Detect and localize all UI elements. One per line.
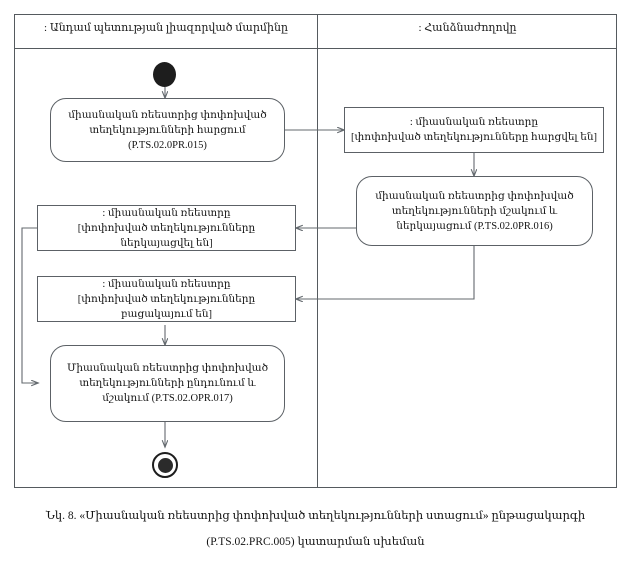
object-node-registry-data-submitted[interactable]: : միասնական ռեեստրը [փոփոխված տեղեկությո…: [37, 205, 296, 251]
final-node: [152, 452, 178, 478]
activity-receive-and-process-data[interactable]: Միասնական ռեեստրից փոփոխված տեղեկություն…: [50, 345, 285, 422]
object-node-registry-data-requested-label: : միասնական ռեեստրը [փոփոխված տեղեկությո…: [351, 117, 598, 143]
activity-process-and-submit-data-label: միասնական ռեեստրից փոփոխված տեղեկություն…: [375, 190, 574, 232]
activity-process-and-submit-data[interactable]: միասնական ռեեստրից փոփոխված տեղեկություն…: [356, 176, 593, 246]
swimlane-title-member-state-authority: : Անդամ պետության լիազորված մարմինը: [44, 22, 288, 34]
activity-request-changed-data-label: միասնական ռեեստրից փոփոխված տեղեկություն…: [68, 109, 267, 151]
figure-caption-line-1: Նկ. 8. «Միասնական ռեեստրից փոփոխված տեղե…: [45, 510, 586, 522]
object-node-registry-data-absent-label: : միասնական ռեեստրը [փոփոխված տեղեկությո…: [77, 278, 256, 320]
object-node-registry-data-absent[interactable]: : միասնական ռեեստրը [փոփոխված տեղեկությո…: [37, 276, 296, 322]
swimlane-header-rule: [14, 48, 617, 49]
swimlane-divider: [317, 14, 318, 488]
swimlane-title-commission: : Հանձնաժողովը: [418, 22, 517, 34]
activity-request-changed-data[interactable]: միասնական ռեեստրից փոփոխված տեղեկություն…: [50, 98, 285, 162]
object-node-registry-data-requested[interactable]: : միասնական ռեեստրը [փոփոխված տեղեկությո…: [344, 107, 604, 153]
initial-node: [153, 62, 176, 87]
figure-caption: Նկ. 8. «Միասնական ռեեստրից փոփոխված տեղե…: [18, 503, 613, 555]
object-node-registry-data-submitted-label: : միասնական ռեեստրը [փոփոխված տեղեկությո…: [77, 207, 256, 249]
activity-receive-and-process-data-label: Միասնական ռեեստրից փոփոխված տեղեկություն…: [66, 363, 269, 404]
figure-caption-line-2: (P.TS.02.PRC.005) կատարման սխեման: [206, 536, 425, 548]
